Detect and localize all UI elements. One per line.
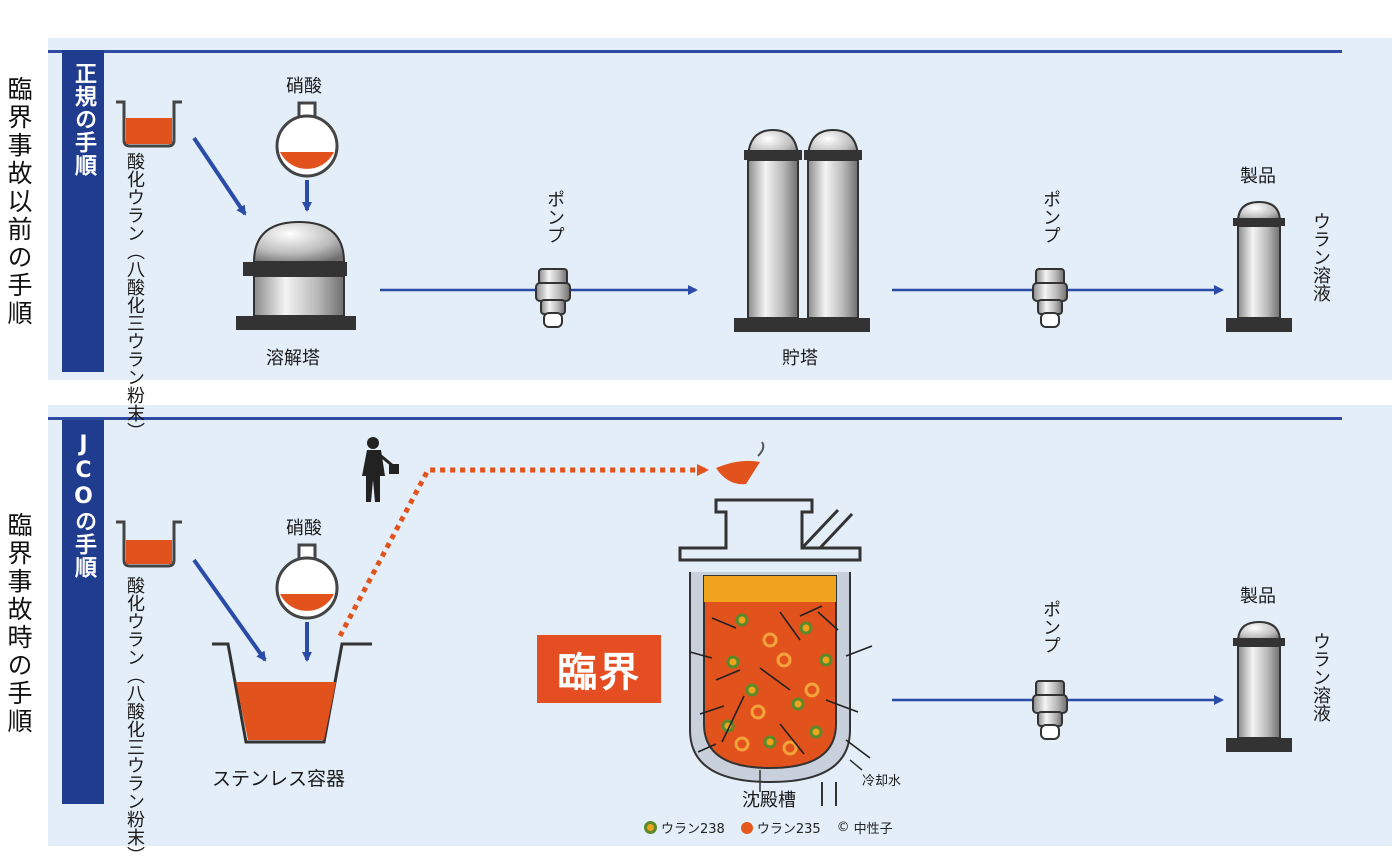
jco-procedure-tab: JCOの手順 [62,420,104,804]
legend-label-neutron: 中性子 [853,822,893,837]
legend-item-neutron: © 中性子 [837,818,893,837]
powder-beaker-icon [116,100,182,148]
pump-icon-3 [1032,680,1068,740]
legend-item-u238: ウラン238 [644,818,725,837]
legend-label-u238: ウラン238 [661,822,725,837]
powder-beaker-icon [116,520,182,568]
regular-procedure-tab: 正規の手順 [62,50,104,372]
nitric-acid-flask-icon [275,101,339,178]
dissolver-label: 溶解塔 [266,348,320,369]
powder-label: 酸化ウラン（八酸化三ウラン粉末） [122,152,146,440]
nitric-acid-label: 硝酸 [286,518,322,539]
product-label: 製品 [1240,586,1276,607]
uranium-solution-label: ウラン溶液 [1310,632,1331,722]
worker-with-bucket-icon [362,437,399,502]
powder-label-line1: 酸化ウラン [124,152,145,242]
pump-icon-2 [1032,268,1068,328]
powder-label-line2: （八酸化三ウラン粉末） [124,242,145,440]
product-tank-icon [1226,620,1292,752]
product-label: 製品 [1240,166,1276,187]
storage-tower-icon [734,128,870,332]
panel-rule [48,417,1342,420]
nitric-acid-label: 硝酸 [286,76,322,97]
criticality-badge: 臨界 [537,635,661,703]
u235-swatch-icon [740,821,753,834]
regular-procedure-tab-label: 正規の手順 [71,62,96,177]
stainless-container-label: ステンレス容器 [212,768,346,790]
uranium-235-particle [734,632,820,756]
arrow-powder-to-container [192,558,267,662]
neutron-path [689,605,873,759]
particle-legend: ウラン238 ウラン235 © 中性子 [644,818,893,837]
cooling-water-label: 冷却水 [862,774,902,789]
outer-label-before: 臨界事故以前の手順 [4,76,33,328]
jco-procedure-tab-label: JCOの手順 [71,432,96,579]
precipitation-tank-icon [678,498,863,806]
stainless-container-icon [212,642,372,744]
pouring-bucket-icon [716,441,765,485]
pump-label-3: ポンプ [1040,600,1061,654]
precipitation-tank-label: 沈殿槽 [742,790,796,811]
legend-item-u235: ウラン235 [740,818,821,837]
powder-label-line1: 酸化ウラン [124,576,145,666]
legend-label-u235: ウラン235 [756,822,821,837]
uranium-solution-label: ウラン溶液 [1310,212,1331,302]
pump-label-1: ポンプ [544,190,565,244]
outer-label-during: 臨界事故時の手順 [4,512,33,736]
manual-transfer-path [337,464,709,638]
powder-label: 酸化ウラン（八酸化三ウラン粉末） [122,576,146,864]
uranium-238-particle [721,613,833,749]
neutron-symbol-icon: © [836,820,850,835]
nitric-acid-flask-icon [275,543,339,620]
u238-swatch-icon [644,821,657,834]
pump-icon-1 [535,268,571,328]
arrow-powder-to-dissolver [192,136,247,216]
storage-label: 貯塔 [782,348,818,369]
powder-label-line2: （八酸化三ウラン粉末） [124,666,145,864]
pump-label-2: ポンプ [1040,190,1061,244]
dissolver-tower-icon [236,220,356,330]
product-tank-icon [1226,200,1292,332]
panel-rule [48,50,1342,53]
